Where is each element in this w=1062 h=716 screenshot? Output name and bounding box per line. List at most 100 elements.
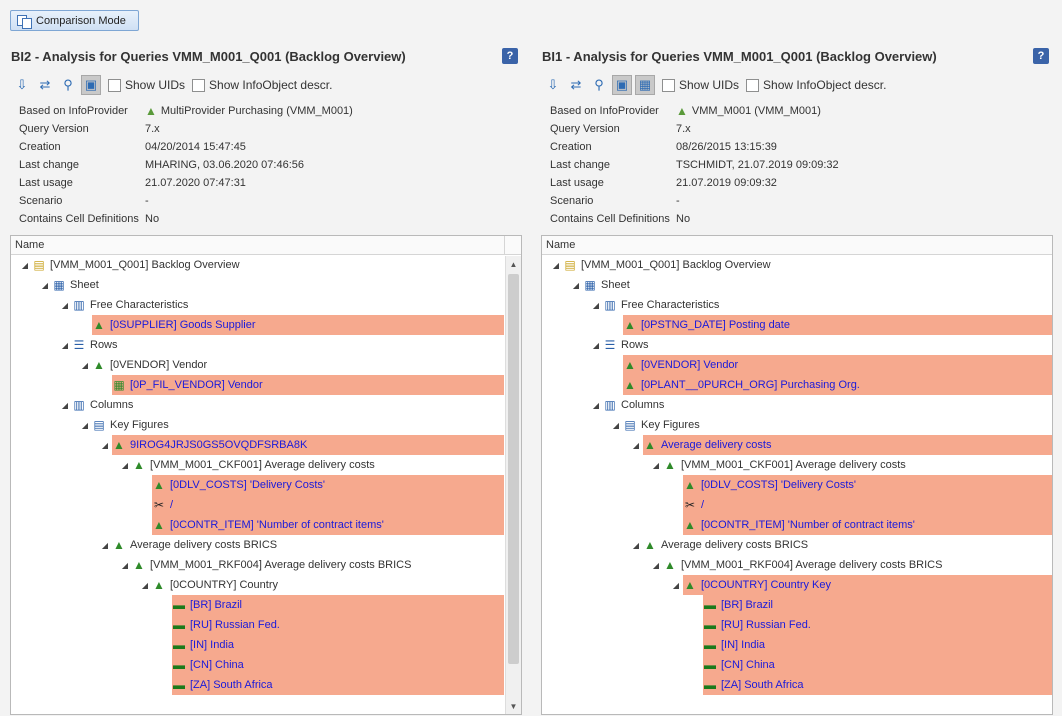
tree-header[interactable]: Name (542, 236, 1052, 255)
columns-icon: ▥ (73, 398, 85, 412)
tree-row[interactable]: ◢▤Key Figures (11, 415, 521, 435)
tree-row[interactable]: ◢▲Average delivery costs (542, 435, 1052, 455)
checkbox-box[interactable] (108, 78, 121, 92)
expand-toggle-icon[interactable]: ◢ (121, 460, 129, 470)
expand-toggle-icon[interactable]: ◢ (632, 540, 640, 550)
compare-toggle-icon[interactable]: ▣ (612, 75, 632, 95)
vertical-scrollbar[interactable]: ▲ ▼ (505, 256, 521, 714)
export-icon[interactable]: ⇩ (547, 77, 559, 92)
tree-row[interactable]: ◢▲[0COUNTRY] Country Key (542, 575, 1052, 595)
tree-row[interactable]: ▬[RU] Russian Fed. (11, 615, 521, 635)
compare-toggle-icon[interactable]: ▣ (81, 75, 101, 95)
tree-row[interactable]: ▬[IN] India (11, 635, 521, 655)
tree-row[interactable]: ◢▲9IROG4JRJS0GS5OVQDFSRBA8K (11, 435, 521, 455)
tree-row[interactable]: ◢▤[VMM_M001_Q001] Backlog Overview (11, 255, 521, 275)
expand-toggle-icon[interactable]: ◢ (141, 580, 149, 590)
tree-row[interactable]: ▬[BR] Brazil (11, 595, 521, 615)
expand-toggle-icon[interactable]: ◢ (81, 420, 89, 430)
tree-row[interactable]: ✂/ (542, 495, 1052, 515)
tree-row[interactable]: ▬[ZA] South Africa (542, 675, 1052, 695)
export-icon[interactable]: ⇩ (16, 77, 28, 92)
tree-row[interactable]: ◢▲[VMM_M001_RKF004] Average delivery cos… (542, 555, 1052, 575)
expand-toggle-icon[interactable]: ◢ (552, 260, 560, 270)
expand-toggle-icon[interactable]: ◢ (121, 560, 129, 570)
layout-grid-icon[interactable]: ▦ (635, 75, 655, 95)
left-tree[interactable]: Name ◢▤[VMM_M001_Q001] Backlog Overview◢… (10, 235, 522, 715)
expand-toggle-icon[interactable]: ◢ (61, 340, 69, 350)
swap-icon[interactable]: ⇄ (39, 77, 51, 92)
tree-row[interactable]: ◢▲[0VENDOR] Vendor (11, 355, 521, 375)
tree-row[interactable]: ◢▥Columns (11, 395, 521, 415)
tree-row[interactable]: ▲[0DLV_COSTS] 'Delivery Costs' (11, 475, 521, 495)
help-icon[interactable]: ? (1033, 48, 1049, 64)
tree-row[interactable]: ◢▲Average delivery costs BRICS (11, 535, 521, 555)
tree-row[interactable]: ▬[RU] Russian Fed. (542, 615, 1052, 635)
tree-row[interactable]: ▬[ZA] South Africa (11, 675, 521, 695)
expand-toggle-icon[interactable]: ◢ (41, 280, 49, 290)
expand-toggle-icon[interactable]: ◢ (101, 440, 109, 450)
comparison-mode-button[interactable]: Comparison Mode (10, 10, 139, 31)
expand-toggle-icon[interactable]: ◢ (632, 440, 640, 450)
tree-row[interactable]: ◢▲[VMM_M001_CKF001] Average delivery cos… (11, 455, 521, 475)
tree-row[interactable]: ▬[BR] Brazil (542, 595, 1052, 615)
tree-row[interactable]: ◢☰Rows (11, 335, 521, 355)
tree-row[interactable]: ◢▤Key Figures (542, 415, 1052, 435)
checkbox-box[interactable] (192, 78, 206, 92)
search-icon[interactable]: ⚲ (594, 77, 604, 92)
tree-row[interactable]: ◢☰Rows (542, 335, 1052, 355)
prop-value: ▲MultiProvider Purchasing (VMM_M001) (145, 104, 353, 118)
tree-row[interactable]: ▲[0DLV_COSTS] 'Delivery Costs' (542, 475, 1052, 495)
show-uids-checkbox[interactable]: Show UIDs (108, 78, 185, 92)
expand-toggle-icon[interactable]: ◢ (61, 400, 69, 410)
tree-row[interactable]: ◢▤[VMM_M001_Q001] Backlog Overview (542, 255, 1052, 275)
show-infoobject-descr-checkbox[interactable]: Show InfoObject descr. (192, 78, 332, 92)
expand-toggle-icon[interactable]: ◢ (101, 540, 109, 550)
expand-toggle-icon[interactable]: ◢ (652, 460, 660, 470)
tree-row[interactable]: ◢▦Sheet (542, 275, 1052, 295)
expand-toggle-icon[interactable]: ◢ (592, 400, 600, 410)
show-uids-checkbox[interactable]: Show UIDs (662, 78, 739, 92)
help-icon[interactable]: ? (502, 48, 518, 64)
prop-value: 7.x (145, 123, 160, 135)
tree-row[interactable]: ◢▦Sheet (11, 275, 521, 295)
scroll-up-icon[interactable]: ▲ (509, 259, 518, 269)
tree-row[interactable]: ◢▥Columns (542, 395, 1052, 415)
tree-row[interactable]: ▬[CN] China (542, 655, 1052, 675)
tree-row[interactable]: ▲[0PSTNG_DATE] Posting date (542, 315, 1052, 335)
prop-value: No (145, 213, 160, 225)
expand-toggle-icon[interactable]: ◢ (81, 360, 89, 370)
expand-toggle-icon[interactable]: ◢ (21, 260, 29, 270)
expand-toggle-icon[interactable]: ◢ (592, 340, 600, 350)
tree-row[interactable]: ◢▲[0COUNTRY] Country (11, 575, 521, 595)
swap-icon[interactable]: ⇄ (570, 77, 582, 92)
checkbox-box[interactable] (662, 78, 675, 92)
tree-row[interactable]: ◢▥Free Characteristics (11, 295, 521, 315)
show-infoobject-descr-checkbox[interactable]: Show InfoObject descr. (746, 78, 886, 92)
tree-row[interactable]: ▬[IN] India (542, 635, 1052, 655)
tree-row[interactable]: ▲[0CONTR_ITEM] 'Number of contract items… (11, 515, 521, 535)
tree-row[interactable]: ▲[0VENDOR] Vendor (542, 355, 1052, 375)
expand-toggle-icon[interactable]: ◢ (652, 560, 660, 570)
tree-row[interactable]: ▲[0CONTR_ITEM] 'Number of contract items… (542, 515, 1052, 535)
right-tree[interactable]: Name ◢▤[VMM_M001_Q001] Backlog Overview◢… (541, 235, 1053, 715)
scroll-down-icon[interactable]: ▼ (509, 701, 518, 711)
tree-header[interactable]: Name (11, 236, 521, 255)
expand-toggle-icon[interactable]: ◢ (61, 300, 69, 310)
tree-row[interactable]: ◢▲Average delivery costs BRICS (542, 535, 1052, 555)
prop-label: Creation (19, 141, 61, 153)
tree-row[interactable]: ◢▲[VMM_M001_RKF004] Average delivery cos… (11, 555, 521, 575)
tree-row[interactable]: ▲[0SUPPLIER] Goods Supplier (11, 315, 521, 335)
tree-row[interactable]: ▬[CN] China (11, 655, 521, 675)
tree-row[interactable]: ✂/ (11, 495, 521, 515)
expand-toggle-icon[interactable]: ◢ (592, 300, 600, 310)
expand-toggle-icon[interactable]: ◢ (572, 280, 580, 290)
expand-toggle-icon[interactable]: ◢ (672, 580, 680, 590)
tree-row[interactable]: ▲[0PLANT__0PURCH_ORG] Purchasing Org. (542, 375, 1052, 395)
tree-row[interactable]: ◢▲[VMM_M001_CKF001] Average delivery cos… (542, 455, 1052, 475)
scroll-thumb[interactable] (508, 274, 519, 664)
search-icon[interactable]: ⚲ (63, 77, 73, 92)
checkbox-box[interactable] (746, 78, 760, 92)
tree-row[interactable]: ▦[0P_FIL_VENDOR] Vendor (11, 375, 521, 395)
tree-row[interactable]: ◢▥Free Characteristics (542, 295, 1052, 315)
expand-toggle-icon[interactable]: ◢ (612, 420, 620, 430)
